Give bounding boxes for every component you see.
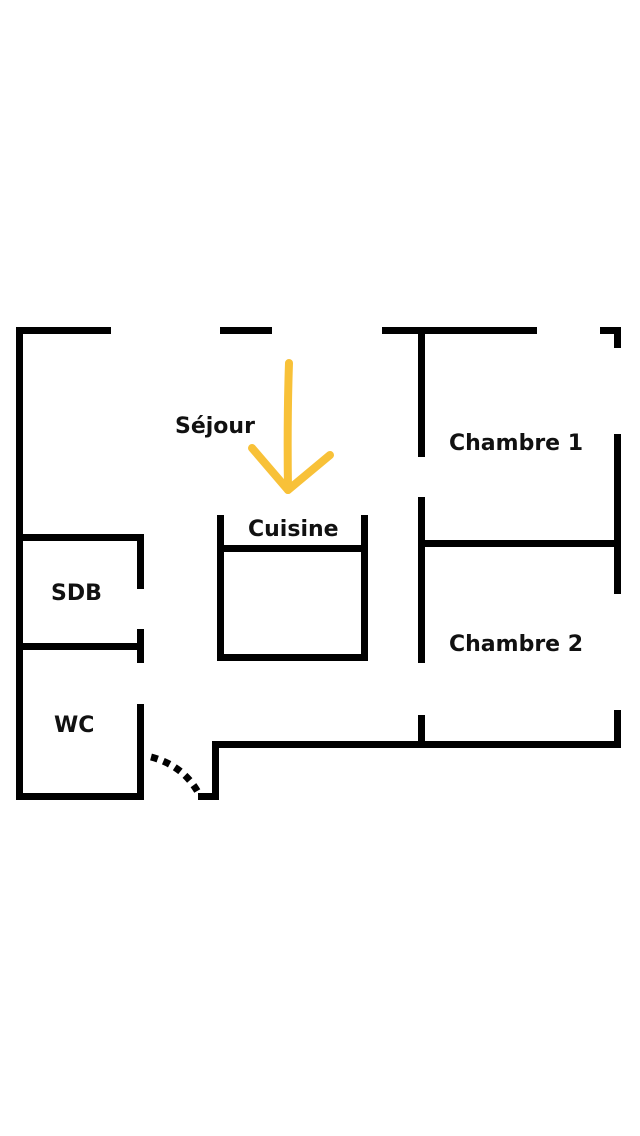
wall-right-lower [614, 710, 621, 748]
wall-between-chambres [418, 540, 621, 547]
wall-cuisine-bottom [217, 654, 368, 661]
wall-top-corner [600, 327, 621, 334]
door-swing-arc [150, 753, 204, 798]
wall-sdb-top [16, 534, 144, 541]
room-label-chambre-1: Chambre 1 [449, 431, 583, 456]
wall-left [16, 327, 23, 800]
room-label-sejour: Séjour [175, 414, 255, 439]
wall-cuisine-left [217, 515, 224, 661]
wall-cuisine-right [361, 515, 368, 661]
wall-right-upper [614, 434, 621, 594]
room-label-wc: WC [54, 713, 94, 738]
wall-bedroom-divider-mid [418, 497, 425, 663]
wall-entry-foot [198, 793, 219, 800]
wall-bedroom-divider-bottom [418, 715, 425, 748]
wall-sdb-wc-divider [16, 643, 144, 650]
wall-bedroom-divider-top [418, 327, 425, 457]
wall-bottom [212, 741, 621, 748]
wall-entry-step [212, 741, 219, 800]
wall-top-1 [16, 327, 111, 334]
wall-wc-right [137, 704, 144, 800]
room-label-cuisine: Cuisine [248, 517, 339, 542]
wall-top-2 [220, 327, 272, 334]
wall-cuisine-top [217, 545, 368, 552]
room-label-sdb: SDB [51, 581, 102, 606]
arrow-icon [248, 359, 334, 494]
wall-top-corner-down [614, 327, 621, 348]
wall-sdb-right [137, 534, 144, 589]
wall-top-3 [382, 327, 537, 334]
wall-wc-bottom [16, 793, 144, 800]
room-label-chambre-2: Chambre 2 [449, 632, 583, 657]
walls [16, 327, 621, 800]
